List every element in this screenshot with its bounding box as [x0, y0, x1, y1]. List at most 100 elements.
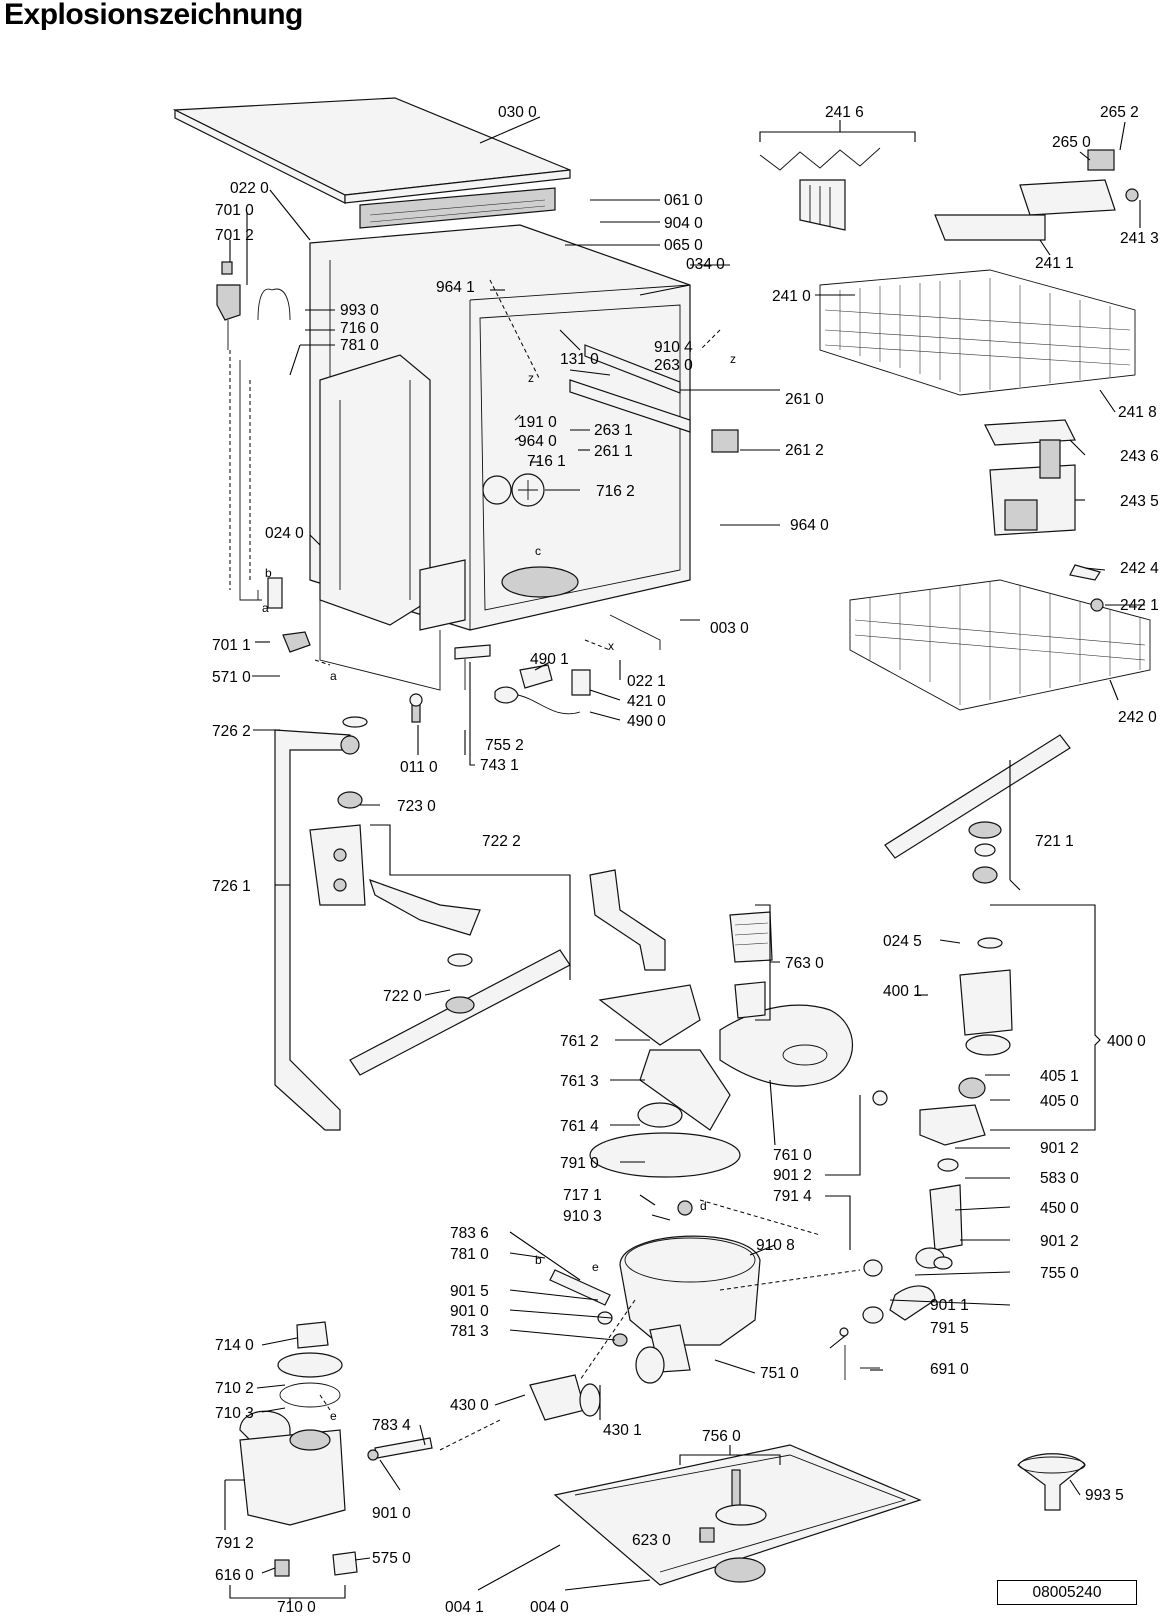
sump-assembly [589, 1132, 761, 1384]
label-791-5: 791 5 [930, 1320, 969, 1337]
label-721-1: 721 1 [1035, 833, 1074, 850]
label-400-1: 400 1 [883, 983, 922, 1000]
label-011-0: 011 0 [400, 759, 438, 776]
funnel-993-5 [1017, 1453, 1086, 1511]
label-242-1: 242 1 [1120, 597, 1159, 614]
label-450-0: 450 0 [1040, 1200, 1079, 1217]
label-716-1: 716 1 [527, 453, 566, 470]
label-701-1: 701 1 [212, 637, 251, 654]
label-243-6: 243 6 [1120, 448, 1159, 465]
lower-basket [849, 564, 1151, 711]
marker-c: c [535, 544, 541, 558]
label-755-0: 755 0 [1040, 1265, 1079, 1282]
marker-a-left: a [262, 601, 269, 615]
label-756-0: 756 0 [702, 1428, 741, 1445]
marker-x: x [608, 639, 614, 653]
label-701-0: 701 0 [215, 202, 254, 219]
label-722-2: 722 2 [482, 833, 521, 850]
small-sump-parts [529, 1269, 880, 1421]
base-tray [553, 1444, 922, 1586]
label-717-1: 717 1 [563, 1187, 602, 1204]
label-783-4: 783 4 [372, 1417, 411, 1434]
label-004-1: 004 1 [445, 1599, 484, 1616]
label-243-5: 243 5 [1120, 493, 1159, 510]
cabinet-frame [309, 224, 691, 691]
label-691-0: 691 0 [930, 1361, 969, 1378]
label-901-2b: 901 2 [773, 1167, 812, 1184]
label-781-0b: 781 0 [450, 1246, 489, 1263]
label-024-5: 024 5 [883, 933, 922, 950]
label-761-0: 761 0 [773, 1147, 812, 1164]
electrical-parts [454, 644, 591, 715]
label-242-4: 242 4 [1120, 560, 1159, 577]
label-261-1: 261 1 [594, 443, 633, 460]
label-901-0b: 901 0 [372, 1505, 411, 1522]
label-791-0: 791 0 [560, 1155, 599, 1172]
marker-z-right: z [730, 352, 736, 366]
label-022-0: 022 0 [230, 180, 269, 197]
label-910-8: 910 8 [756, 1237, 795, 1254]
label-623-0: 623 0 [632, 1532, 671, 1549]
label-783-6: 783 6 [450, 1225, 489, 1242]
marker-a-bottom: a [330, 669, 337, 683]
label-714-0: 714 0 [215, 1337, 254, 1354]
assembly-letter-markers: z z b a a c x d b e e [262, 352, 736, 1423]
label-901-2a: 901 2 [1040, 1140, 1079, 1157]
label-405-1: 405 1 [1040, 1068, 1079, 1085]
label-901-5: 901 5 [450, 1283, 489, 1300]
label-241-3: 241 3 [1120, 230, 1159, 247]
lower-spray-arm [349, 879, 571, 1076]
label-616-0: 616 0 [215, 1567, 254, 1584]
label-904-0: 904 0 [664, 215, 703, 232]
label-030-0: 030 0 [498, 104, 537, 121]
marker-e-top: e [592, 1260, 599, 1274]
label-241-0: 241 0 [772, 288, 811, 305]
page-title: Explosionszeichnung [4, 0, 303, 31]
label-191-0: 191 0 [518, 414, 557, 431]
label-061-0: 061 0 [664, 192, 703, 209]
label-781-0: 781 0 [340, 337, 379, 354]
label-241-8: 241 8 [1118, 404, 1157, 421]
label-964-1: 964 1 [436, 279, 475, 296]
label-710-3: 710 3 [215, 1405, 254, 1422]
riser-pipe-761 [589, 869, 853, 1131]
label-571-0: 571 0 [212, 669, 251, 686]
label-405-0: 405 0 [1040, 1093, 1079, 1110]
marker-d: d [700, 1199, 707, 1213]
top-cover [172, 97, 571, 204]
label-964-0b: 964 0 [790, 517, 829, 534]
label-490-0: 490 0 [627, 713, 666, 730]
label-723-0: 723 0 [397, 798, 436, 815]
cutlery-basket [984, 419, 1076, 536]
upper-spray-arm [884, 734, 1071, 884]
label-726-2: 726 2 [212, 723, 251, 740]
label-761-3: 761 3 [560, 1073, 599, 1090]
label-743-1: 743 1 [480, 757, 519, 774]
label-265-2: 265 2 [1100, 104, 1139, 121]
label-261-0: 261 0 [785, 391, 824, 408]
top-seal-strip [359, 187, 556, 229]
marker-e-bottom: e [330, 1409, 337, 1423]
label-265-0: 265 0 [1052, 134, 1091, 151]
part-labels: 030 0 061 0 904 0 065 0 034 0 022 0 701 … [212, 104, 1159, 1616]
spray-pipe-726 [274, 716, 368, 1131]
label-722-0: 722 0 [383, 988, 422, 1005]
label-022-1: 022 1 [627, 673, 666, 690]
label-701-2: 701 2 [215, 227, 254, 244]
label-003-0: 003 0 [710, 620, 749, 637]
label-726-1: 726 1 [212, 878, 251, 895]
label-901-0: 901 0 [450, 1303, 489, 1320]
label-761-4: 761 4 [560, 1118, 599, 1135]
label-763-0: 763 0 [785, 955, 824, 972]
label-993-0: 993 0 [340, 302, 379, 319]
label-490-1: 490 1 [530, 651, 569, 668]
label-901-2c: 901 2 [1040, 1233, 1079, 1250]
document-number: 08005240 [1032, 1584, 1102, 1601]
label-751-0: 751 0 [760, 1365, 799, 1382]
label-964-0a: 964 0 [518, 433, 557, 450]
upper-spray-connector [309, 791, 366, 906]
label-241-6: 241 6 [825, 104, 864, 121]
leader-lines [224, 116, 1145, 1605]
label-910-4: 910 4 [654, 339, 693, 356]
